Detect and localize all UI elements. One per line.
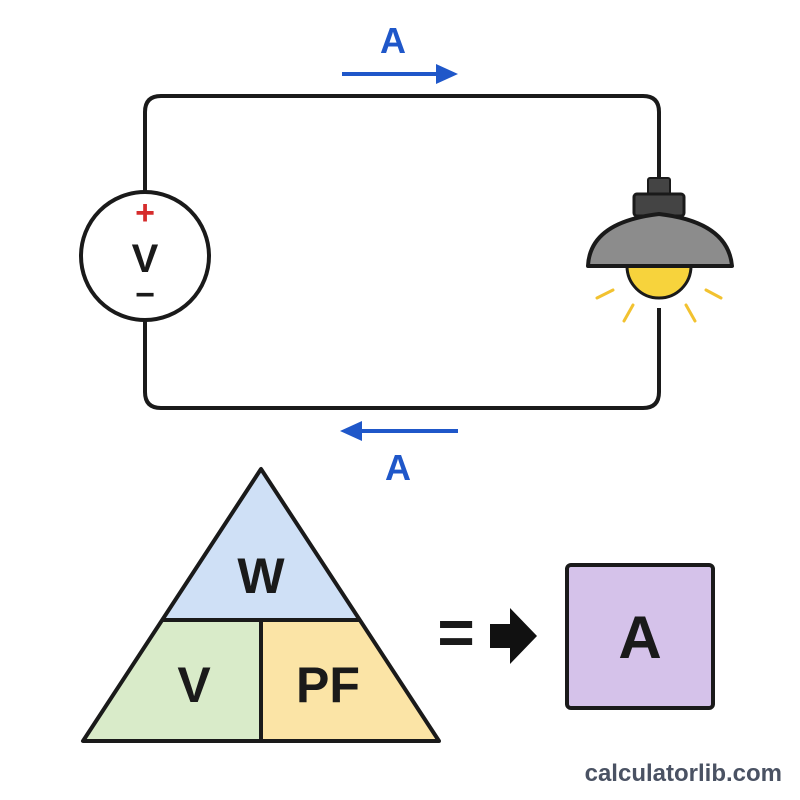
current-label-bottom: A: [385, 447, 411, 488]
circuit-wire-top-left: [143, 94, 661, 194]
voltage-source: + V −: [79, 190, 211, 322]
source-minus-sign: −: [135, 276, 155, 314]
result-box: [565, 563, 715, 710]
source-plus-sign: +: [135, 194, 155, 232]
brand-watermark: calculatorlib.com: [585, 760, 782, 787]
light-rays: [595, 288, 723, 323]
current-arrow-bottom: [340, 421, 458, 441]
current-arrow-top: [342, 64, 458, 84]
triangle-right-section: [261, 620, 439, 741]
ceiling-lamp-icon: [586, 177, 734, 323]
current-label-top: A: [380, 20, 406, 61]
equals-sign: =: [437, 596, 474, 668]
triangle-left-section: [83, 620, 261, 741]
right-arrow-icon: [490, 608, 537, 664]
result-label: A: [618, 604, 661, 671]
triangle-bottom-right-label: PF: [296, 657, 360, 713]
triangle-bottom-left-label: V: [177, 657, 211, 713]
triangle-top-label: W: [237, 548, 285, 604]
source-voltage-symbol: V: [132, 237, 159, 281]
formula-triangle: W V PF: [81, 467, 441, 743]
triangle-top-section: [162, 469, 360, 620]
circuit-wire-bottom: [143, 308, 661, 410]
